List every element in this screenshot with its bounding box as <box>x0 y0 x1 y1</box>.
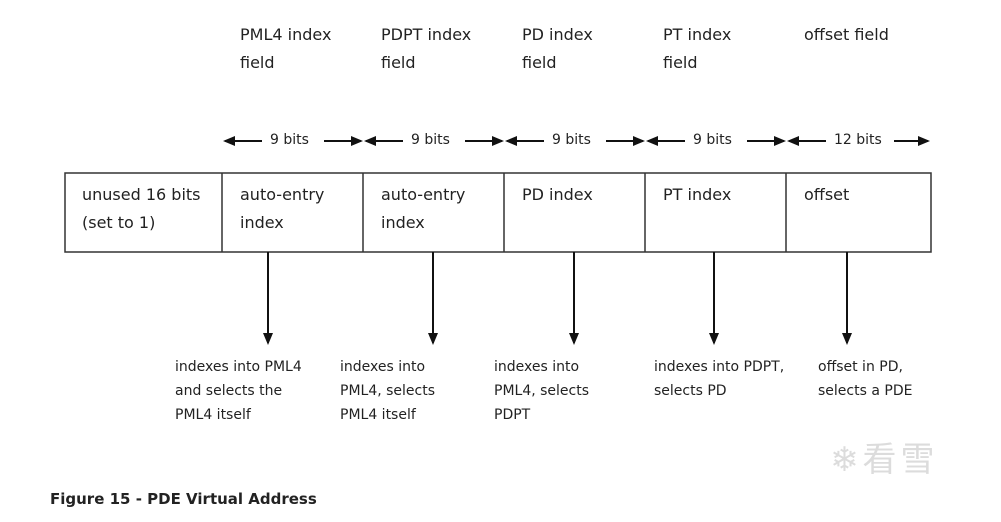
address-register <box>64 172 932 253</box>
field-title-pml4: PML4 index field <box>240 25 332 72</box>
field-title-pdpt: PDPT index field <box>381 25 472 72</box>
bit-width-label: 9 bits <box>266 131 313 149</box>
cell-auto-entry-2: auto-entry index <box>381 185 466 232</box>
description-offset: offset in PD, selects a PDE <box>818 359 913 399</box>
bit-width-label: 12 bits <box>830 131 886 149</box>
cell-auto-entry-1: auto-entry index <box>240 185 325 232</box>
field-title-pt: PT index field <box>663 25 732 72</box>
bit-width-label: 9 bits <box>407 131 454 149</box>
field-title-pd: PD index field <box>522 25 593 72</box>
bit-width-label: 9 bits <box>689 131 736 149</box>
cell-pd-index: PD index <box>522 185 593 204</box>
figure-caption: Figure 15 - PDE Virtual Address <box>50 490 317 508</box>
description-pd-field: indexes into PML4, selects PDPT <box>494 359 590 423</box>
description-pt-field: indexes into PDPT, selects PD <box>654 359 785 399</box>
cell-pt-index: PT index <box>663 185 732 204</box>
watermark-logo: ❄看雪 <box>830 440 939 480</box>
description-pdpt-field: indexes into PML4, selects PML4 itself <box>340 359 436 423</box>
cell-unused: unused 16 bits (set to 1) <box>82 185 201 232</box>
description-pml4: indexes into PML4 and selects the PML4 i… <box>175 359 302 423</box>
bit-width-label: 9 bits <box>548 131 595 149</box>
field-title-offset: offset field <box>804 25 889 44</box>
cell-offset: offset <box>804 185 850 204</box>
